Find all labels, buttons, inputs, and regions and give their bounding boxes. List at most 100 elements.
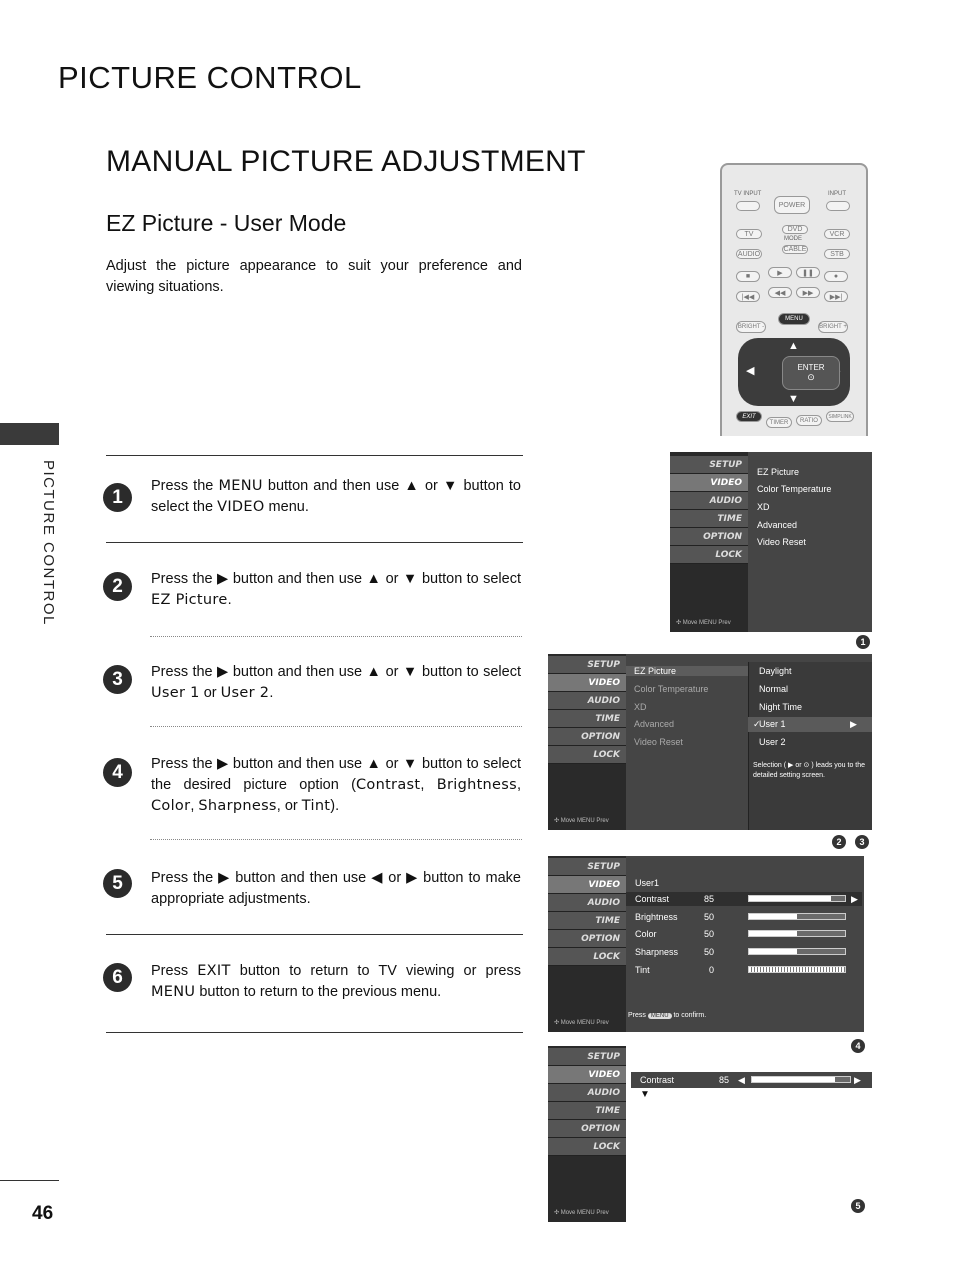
- osd-setting-slider[interactable]: [748, 930, 846, 937]
- osd-menu-option[interactable]: OPTION: [548, 728, 626, 746]
- osd-sidebar: SETUP VIDEO AUDIO TIME OPTION LOCK ✣ Mov…: [548, 654, 626, 830]
- contrast-slider[interactable]: [751, 1076, 851, 1083]
- osd-menu-video[interactable]: VIDEO: [548, 876, 626, 894]
- osd-item-advanced[interactable]: Advanced: [634, 719, 675, 729]
- ratio-button[interactable]: RATIO: [796, 415, 822, 426]
- osd-setting-value: 50: [704, 912, 715, 922]
- enter-button[interactable]: ENTER ⊙: [782, 356, 840, 390]
- osd-item-color-temperature[interactable]: Color Temperature: [634, 684, 709, 694]
- left-arrow-icon[interactable]: ◀: [746, 365, 755, 377]
- osd-menu-option[interactable]: OPTION: [548, 1120, 626, 1138]
- osd-setting-value: 50: [704, 929, 715, 939]
- osd-item-xd[interactable]: XD: [757, 502, 770, 512]
- audio-mode-button[interactable]: AUDIO: [736, 249, 762, 259]
- stop-button[interactable]: ■: [736, 271, 760, 282]
- osd-option-night-time[interactable]: Night Time: [759, 702, 803, 712]
- forward-button[interactable]: ▶▶: [796, 287, 820, 298]
- osd-menu-audio[interactable]: AUDIO: [548, 1084, 626, 1102]
- osd-menu-setup[interactable]: SETUP: [548, 1048, 626, 1066]
- osd-menu-time[interactable]: TIME: [548, 1102, 626, 1120]
- rewind-button[interactable]: ◀◀: [768, 287, 792, 298]
- osd-item-video-reset[interactable]: Video Reset: [634, 737, 683, 747]
- osd-menu-option[interactable]: OPTION: [548, 930, 626, 948]
- left-arrow-icon[interactable]: ◀: [738, 1075, 745, 1085]
- osd-option-user-1[interactable]: User 1: [759, 719, 786, 729]
- osd-footer: ✣ Move MENU Prev: [554, 818, 609, 824]
- menu-button[interactable]: MENU: [778, 313, 810, 325]
- skip-back-button[interactable]: |◀◀: [736, 291, 760, 302]
- tv-mode-button[interactable]: TV: [736, 229, 762, 239]
- simplink-button[interactable]: SIMPLINK: [826, 411, 854, 422]
- osd-footer: ✣ Move MENU Prev: [676, 620, 731, 626]
- osd-setting-slider[interactable]: [748, 966, 846, 973]
- osd-setting-label[interactable]: Color: [635, 929, 657, 939]
- osd-item-color-temperature[interactable]: Color Temperature: [757, 484, 832, 494]
- right-arrow-icon[interactable]: ▶: [854, 1075, 861, 1085]
- osd-item-ez-picture[interactable]: EZ Picture: [634, 666, 677, 676]
- power-button[interactable]: POWER: [774, 196, 810, 214]
- osd-menu-setup[interactable]: SETUP: [548, 656, 626, 674]
- record-button[interactable]: ●: [824, 271, 848, 282]
- osd-menu-lock[interactable]: LOCK: [548, 746, 626, 764]
- osd-setting-slider[interactable]: [748, 895, 846, 902]
- osd-item-ez-picture[interactable]: EZ Picture: [757, 467, 800, 477]
- stb-mode-button[interactable]: STB: [824, 249, 850, 259]
- play-button[interactable]: ▶: [768, 267, 792, 278]
- figure-badge: 5: [851, 1199, 865, 1213]
- osd-setting-label[interactable]: Brightness: [635, 912, 678, 922]
- osd-menu-video[interactable]: VIDEO: [548, 1066, 626, 1084]
- input-button[interactable]: [826, 201, 850, 211]
- osd-menu-time[interactable]: TIME: [548, 912, 626, 930]
- osd-menu-video[interactable]: VIDEO: [548, 674, 626, 692]
- osd-setting-label[interactable]: Sharpness: [635, 947, 679, 957]
- right-arrow-icon: ▶: [850, 719, 857, 729]
- exit-button[interactable]: EXIT: [736, 411, 762, 422]
- osd-menu-audio[interactable]: AUDIO: [548, 894, 626, 912]
- step-number: 1: [103, 483, 132, 512]
- cable-mode-button[interactable]: CABLE: [782, 245, 808, 254]
- pause-button[interactable]: ❚❚: [796, 267, 820, 278]
- osd-setting-label[interactable]: Contrast: [635, 894, 670, 904]
- osd-ez-picture-menu: SETUP VIDEO AUDIO TIME OPTION LOCK ✣ Mov…: [548, 654, 872, 830]
- osd-setting-slider[interactable]: [748, 913, 846, 920]
- osd-menu-setup[interactable]: SETUP: [548, 858, 626, 876]
- osd-menu-lock[interactable]: LOCK: [670, 546, 748, 564]
- osd-option-user-2[interactable]: User 2: [759, 737, 786, 747]
- osd-item-advanced[interactable]: Advanced: [757, 520, 798, 530]
- tv-input-button[interactable]: [736, 201, 760, 211]
- slider-remaining: [835, 1077, 850, 1082]
- bright-plus-button[interactable]: BRIGHT +: [818, 321, 848, 333]
- osd-item-xd[interactable]: XD: [634, 702, 647, 712]
- osd-item-video-reset[interactable]: Video Reset: [757, 537, 806, 547]
- sub-heading: EZ Picture - User Mode: [106, 210, 347, 236]
- down-arrow-icon[interactable]: ▼: [788, 393, 799, 405]
- osd-menu-time[interactable]: TIME: [548, 710, 626, 728]
- divider: [106, 934, 523, 935]
- osd-option-daylight[interactable]: Daylight: [759, 666, 792, 676]
- osd-option-normal[interactable]: Normal: [759, 684, 789, 694]
- osd-menu-setup[interactable]: SETUP: [670, 456, 748, 474]
- osd-menu-video[interactable]: VIDEO: [670, 474, 748, 492]
- osd-menu-option[interactable]: OPTION: [670, 528, 748, 546]
- skip-forward-button[interactable]: ▶▶|: [824, 291, 848, 302]
- divider: [150, 839, 522, 840]
- up-arrow-icon[interactable]: ▲: [788, 340, 799, 352]
- bright-minus-button[interactable]: BRIGHT -: [736, 321, 766, 333]
- vcr-mode-button[interactable]: VCR: [824, 229, 850, 239]
- osd-menu-time[interactable]: TIME: [670, 510, 748, 528]
- osd-selected-row: [626, 666, 748, 676]
- osd-menu-audio[interactable]: AUDIO: [548, 692, 626, 710]
- osd-menu-audio[interactable]: AUDIO: [670, 492, 748, 510]
- osd-menu-lock[interactable]: LOCK: [548, 948, 626, 966]
- step-2-text: Press the ▶ button and then use ▲ or ▼ b…: [151, 571, 521, 608]
- remote-control: TV INPUT INPUT POWER TV DVD VCR MODE AUD…: [720, 163, 868, 436]
- osd-menu-lock[interactable]: LOCK: [548, 1138, 626, 1156]
- intro-text: Adjust the picture appearance to suit yo…: [106, 258, 522, 295]
- navigation-pad[interactable]: ▲ ▼ ◀ ▶ ENTER ⊙: [738, 338, 850, 406]
- step-5-text: Press the ▶ button and then use ◀ or ▶ b…: [151, 870, 521, 907]
- osd-setting-label[interactable]: Tint: [635, 965, 650, 975]
- osd-setting-slider[interactable]: [748, 948, 846, 955]
- osd-video-menu: SETUP VIDEO AUDIO TIME OPTION LOCK ✣ Mov…: [670, 452, 872, 632]
- timer-button[interactable]: TIMER: [766, 417, 792, 428]
- dvd-mode-button[interactable]: DVD: [782, 225, 808, 234]
